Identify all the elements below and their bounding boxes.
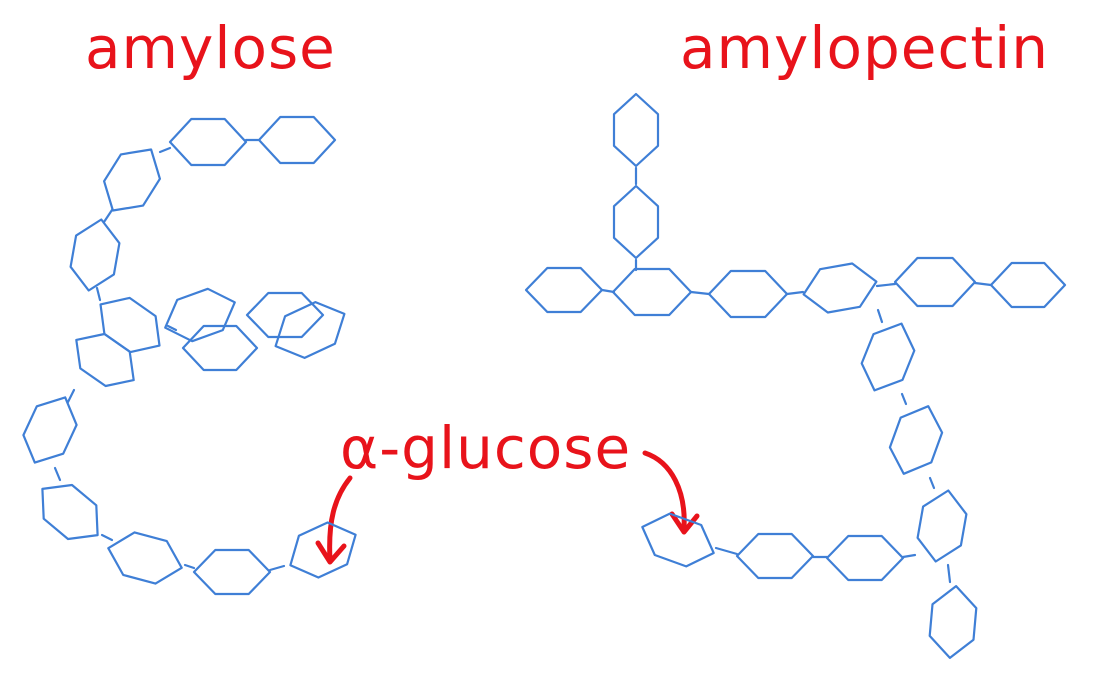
amylose-glucose-ring [107, 531, 183, 585]
amylopectin-glucose-ring [888, 405, 944, 475]
amylopectin-glucose-ring [641, 512, 715, 568]
amylose-glucose-ring [168, 117, 248, 167]
amylose-glucose-ring [41, 483, 99, 541]
amylopectin-glycosidic-bond [901, 553, 917, 559]
amylose-glycosidic-bond [158, 146, 172, 154]
amylose-glucose-ring [22, 396, 78, 464]
amylopectin-glycosidic-bond [973, 281, 993, 287]
amylopectin-glycosidic-bond [689, 290, 711, 296]
amylose-glucose-ring [274, 301, 346, 359]
amylose-glucose-ring [69, 218, 121, 292]
amylopectin-glucose-ring [802, 262, 878, 314]
amylose-glycosidic-bond [95, 286, 102, 302]
amylopectin-glycosidic-bond [876, 308, 884, 324]
amylose-glycosidic-bond [183, 563, 196, 570]
amylose-glycosidic-bond [102, 208, 114, 224]
amylose-glycosidic-bond [268, 564, 286, 572]
amylopectin-glucose-ring [825, 534, 905, 582]
amylose-glucose-ring [289, 521, 357, 579]
amylopectin-glucose-ring [611, 267, 693, 317]
amylopectin-glycosidic-bond [714, 546, 739, 556]
amylose-glucose-ring [75, 332, 135, 388]
amylopectin-glucose-ring [612, 92, 660, 168]
amylopectin-glucose-ring [928, 584, 978, 660]
amylose-glycosidic-bond [66, 388, 76, 404]
amylose-glucose-ring [102, 148, 161, 212]
amylose-glucose-ring [245, 291, 325, 339]
amylose-chain [22, 115, 357, 596]
amylopectin-glucose-ring [893, 256, 977, 308]
amylopectin-glucose-ring [707, 269, 789, 319]
amylopectin-glucose-ring [989, 261, 1067, 309]
amylose-glycosidic-bond [166, 324, 178, 332]
amylopectin-glucose-ring [524, 266, 604, 314]
alpha-glucose-label: α-glucose [340, 414, 631, 482]
amylopectin-glycosidic-bond [875, 282, 897, 288]
amylopectin-glucose-ring [612, 184, 660, 260]
amylose-glucose-ring [164, 287, 236, 343]
amylopectin-glucose-ring [735, 532, 815, 580]
amylopectin-chain [524, 92, 1067, 660]
alpha-glucose-arrow-left [315, 475, 353, 565]
amylose-glucose-ring [192, 548, 272, 596]
amylopectin-glycosidic-bond [900, 392, 908, 406]
amylopectin-glycosidic-bond [946, 563, 952, 584]
amylopectin-glucose-ring [860, 322, 916, 392]
amylopectin-glycosidic-bond [600, 288, 616, 294]
amylose-label: amylose [85, 14, 336, 82]
amylose-glucose-ring [99, 296, 161, 354]
amylopectin-glycosidic-bond [785, 290, 805, 296]
amylose-glucose-ring [181, 324, 259, 372]
amylopectin-glycosidic-bond [928, 476, 936, 490]
amylose-glycosidic-bond [100, 533, 114, 542]
amylose-glucose-ring [257, 115, 337, 165]
amylose-glycosidic-bond [53, 466, 62, 482]
amylopectin-label: amylopectin [680, 14, 1049, 82]
amylopectin-glucose-ring [916, 489, 968, 563]
